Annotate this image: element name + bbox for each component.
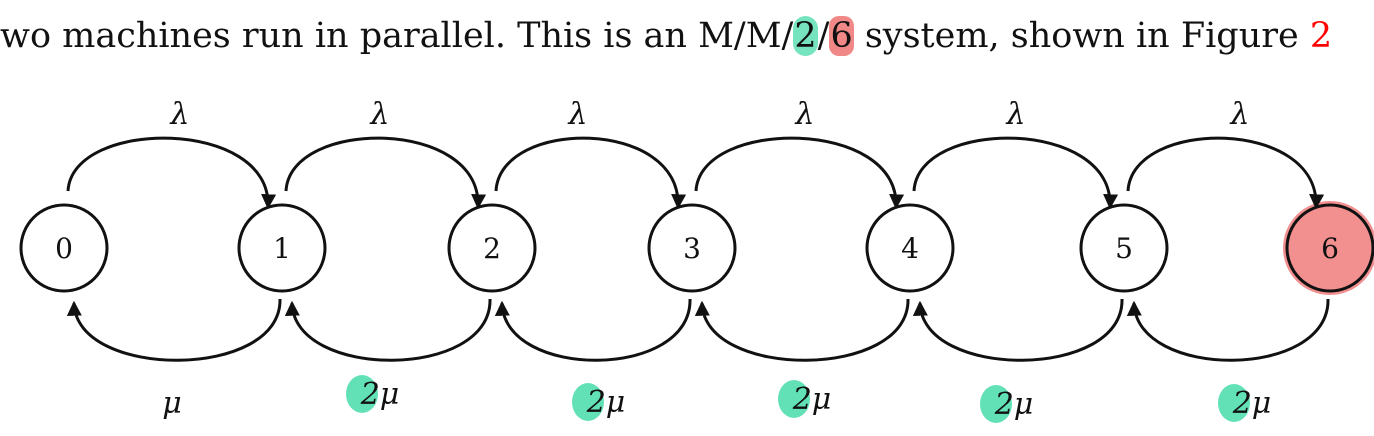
service-arc-3-to-2 <box>494 298 692 362</box>
state-label-6: 6 <box>1321 232 1339 265</box>
service-arc-6-to-5 <box>1126 298 1330 362</box>
arrival-arc-5-to-6 <box>1126 136 1325 210</box>
arrival-rate-label-4: λ <box>794 97 814 132</box>
service-arc-4-to-3 <box>694 298 910 362</box>
service-arc-1-to-0 <box>66 298 282 362</box>
state-label-3: 3 <box>683 232 701 265</box>
service-rate-label-5: 2μ <box>994 387 1034 422</box>
arrival-arc-3-to-4 <box>694 136 905 210</box>
service-label-5-highlight <box>980 385 1012 423</box>
capacity-highlight: 6 <box>829 16 854 56</box>
figure-reference-link[interactable]: 2 <box>1309 16 1333 56</box>
arrival-rate-label-2: λ <box>369 97 389 132</box>
state-node-3 <box>647 203 737 293</box>
arrival-arc-1-to-2 <box>284 136 487 210</box>
state-node-2 <box>447 203 537 293</box>
arrival-arc-2-to-3 <box>494 136 687 210</box>
service-rate-label-4: 2μ <box>792 382 832 417</box>
state-node-5 <box>1079 203 1169 293</box>
sentence-part-1: wo machines run in parallel. This is an … <box>0 16 794 56</box>
service-rate-label-3: 2μ <box>586 385 626 420</box>
arrival-rate-label-1: λ <box>169 97 189 132</box>
service-arc-2-to-1 <box>284 298 492 362</box>
state-label-0: 0 <box>55 232 73 265</box>
state-node-0 <box>19 203 109 293</box>
service-rate-label-2: 2μ <box>360 377 400 412</box>
state-node-4 <box>865 203 955 293</box>
service-label-2-highlight <box>346 375 378 413</box>
service-label-3-highlight <box>572 383 604 421</box>
state-label-2: 2 <box>483 232 501 265</box>
intro-sentence: wo machines run in parallel. This is an … <box>0 6 1374 66</box>
arrival-rate-label-3: λ <box>567 97 587 132</box>
state-label-4: 4 <box>901 232 919 265</box>
state-node-6 <box>1285 203 1374 293</box>
sentence-part-2: system, shown in Figure <box>853 16 1310 56</box>
service-label-6-highlight <box>1218 384 1250 422</box>
service-rate-label-1: μ <box>162 386 182 421</box>
arrival-arc-4-to-5 <box>912 136 1119 210</box>
service-arc-5-to-4 <box>912 298 1124 362</box>
state-label-1: 1 <box>273 232 291 265</box>
arrival-rate-label-5: λ <box>1005 97 1025 132</box>
service-rate-label-6: 2μ <box>1232 386 1272 421</box>
arrival-arc-0-to-1 <box>66 136 277 210</box>
service-label-4-highlight <box>778 380 810 418</box>
state-label-5: 5 <box>1115 232 1133 265</box>
arrival-rate-label-6: λ <box>1229 97 1249 132</box>
state-6-highlight <box>1283 201 1374 295</box>
sentence-slash: / <box>817 16 830 56</box>
state-node-1 <box>237 203 327 293</box>
servers-highlight: 2 <box>793 16 818 56</box>
